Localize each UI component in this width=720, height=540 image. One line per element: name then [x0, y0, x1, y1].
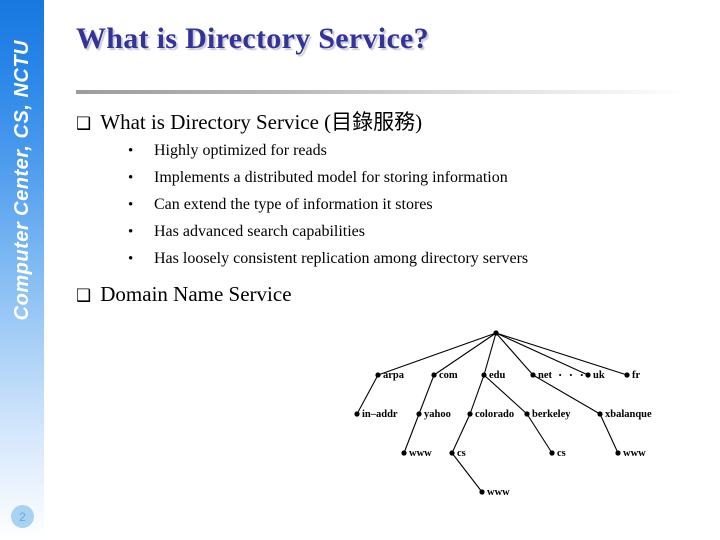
- tree-edge: [403, 413, 420, 454]
- tree-edge: [469, 374, 485, 415]
- tree-node-label-net: net: [538, 370, 553, 381]
- tree-node-fr: [624, 372, 630, 378]
- tree-node-label-yahoo-www: www: [409, 448, 432, 459]
- dns-tree-svg: arpa com edu net uk fr in–addr yahoo colorado ber…: [354, 330, 652, 498]
- list-item: • Has advanced search capabilities: [76, 223, 696, 241]
- tree-node-uk: [585, 372, 591, 378]
- list-item-text: Has advanced search capabilities: [154, 223, 366, 240]
- list-item-text: Can extend the type of information it st…: [154, 196, 433, 213]
- tree-node-label-xbal-www: www: [623, 448, 646, 459]
- list-item-text: Has loosely consistent replication among…: [154, 250, 529, 267]
- tree-edge: [377, 332, 497, 376]
- tree-edge: [418, 374, 435, 415]
- tree-edge: [495, 332, 628, 376]
- slide-title: What is Directory Service?: [76, 22, 429, 55]
- tree-edge: [356, 374, 379, 415]
- tree-node-in-addr: [354, 411, 360, 417]
- tree-node-label-fr: fr: [632, 370, 640, 381]
- tree-node-label-colo-cs: cs: [457, 448, 466, 459]
- tree-node-colo-cs: [449, 450, 455, 456]
- square-bullet-icon: ❑: [76, 114, 92, 134]
- tree-node-label-berkeley: berkeley: [532, 409, 571, 420]
- tree-node-label-yahoo: yahoo: [424, 409, 451, 420]
- tree-node-yahoo-www: [401, 450, 407, 456]
- section-heading-text: Domain Name Service: [100, 282, 292, 306]
- tree-node-colo-cs-www: [479, 489, 485, 495]
- tree-node-label-colorado: colorado: [475, 409, 514, 420]
- tree-node-label-uk: uk: [593, 370, 605, 381]
- tree-edge: [451, 452, 483, 493]
- section-heading-directory-service: ❑ What is Directory Service (目錄服務): [76, 106, 696, 136]
- tree-node-yahoo: [416, 411, 422, 417]
- section-heading-domain-name-service: ❑ Domain Name Service: [76, 282, 696, 307]
- tree-node-root: [493, 330, 499, 336]
- dns-hierarchy-diagram: arpa com edu net uk fr in–addr yahoo colorado ber…: [330, 322, 682, 512]
- tree-node-label-xbalanque: xbalanque: [605, 409, 652, 420]
- tree-edge: [495, 332, 589, 376]
- sidebar-brand-text: Computer Center, CS, NCTU: [10, 40, 33, 321]
- list-item: • Has loosely consistent replication amo…: [76, 250, 696, 268]
- tree-node-label-berk-cs: cs: [557, 448, 566, 459]
- slide-body: ❑ What is Directory Service (目錄服務) • Hig…: [76, 106, 696, 313]
- tree-node-berkeley: [524, 411, 530, 417]
- tree-node-label-arpa: arpa: [383, 370, 405, 381]
- list-item-text: Highly optimized for reads: [154, 142, 327, 159]
- tree-node-xbal-www: [615, 450, 621, 456]
- section-heading-text: What is Directory Service (目錄服務): [100, 110, 423, 134]
- tree-ellipsis: · · ·: [558, 367, 586, 382]
- sub-bullet-list: • Highly optimized for reads • Implement…: [76, 142, 696, 268]
- list-item: • Can extend the type of information it …: [76, 196, 696, 214]
- dot-bullet-icon: •: [128, 143, 134, 159]
- list-item-text: Implements a distributed model for stori…: [154, 169, 508, 186]
- dot-bullet-icon: •: [128, 197, 134, 213]
- dot-bullet-icon: •: [128, 251, 134, 267]
- tree-edge: [532, 374, 601, 415]
- tree-edge: [433, 332, 497, 376]
- square-bullet-icon: ❑: [76, 286, 92, 306]
- tree-node-label-in-addr: in–addr: [362, 409, 398, 420]
- tree-node-xbalanque: [597, 411, 603, 417]
- tree-edge: [526, 413, 553, 454]
- dot-bullet-icon: •: [128, 170, 134, 186]
- list-item: • Highly optimized for reads: [76, 142, 696, 160]
- list-item: • Implements a distributed model for sto…: [76, 169, 696, 187]
- tree-edge: [599, 413, 619, 454]
- dot-bullet-icon: •: [128, 224, 134, 240]
- tree-edge: [483, 332, 497, 376]
- tree-node-label-com: com: [439, 370, 458, 381]
- tree-edge: [451, 413, 471, 454]
- page-number-badge: 2: [11, 505, 34, 528]
- sidebar-brand-bar: Computer Center, CS, NCTU: [0, 0, 44, 540]
- title-divider-rule: [76, 90, 688, 94]
- tree-node-berk-cs: [549, 450, 555, 456]
- tree-node-label-colo-cs-www: www: [487, 487, 510, 498]
- tree-node-edu: [481, 372, 487, 378]
- tree-node-arpa: [375, 372, 381, 378]
- tree-edge: [483, 374, 528, 415]
- tree-edge: [495, 332, 534, 376]
- tree-node-net: [530, 372, 536, 378]
- tree-node-colorado: [467, 411, 473, 417]
- tree-node-com: [431, 372, 437, 378]
- tree-node-label-edu: edu: [489, 370, 506, 381]
